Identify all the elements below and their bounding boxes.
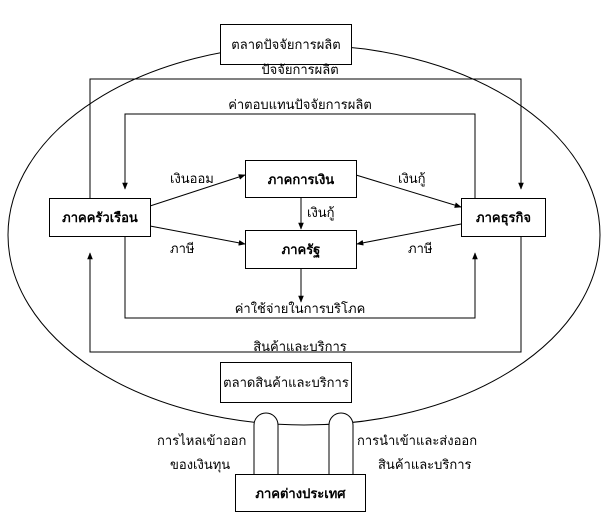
government-sector-box: ภาครัฐ [245, 230, 357, 269]
financial-sector-box: ภาคการเงิน [245, 160, 357, 198]
trade-label-line1: การนำเข้าและส่งออก [357, 434, 478, 449]
goods-and-services-arrow [87, 236, 522, 353]
factors-of-production-label: ปัจจัยการผลิต [261, 63, 339, 78]
capital-flow-pipe [253, 412, 279, 476]
consumption-spending-arrow [124, 236, 478, 319]
goods-and-services-label: สินค้าและบริการ [253, 340, 347, 355]
business-tax-arrow [356, 223, 462, 246]
factor-payments-arrow [122, 113, 476, 206]
financial-sector-label: ภาคการเงิน [267, 172, 335, 188]
consumption-spending-label: ค่าใช้จ่ายในการบริโภค [234, 302, 366, 317]
business-sector-box: ภาคธุรกิจ [461, 198, 546, 237]
loans-to-business-arrow [355, 174, 462, 208]
foreign-sector-box: ภาคต่างประเทศ [235, 474, 366, 512]
factor-market-box: ตลาดปัจจัยการผลิต [220, 24, 352, 65]
business-sector-label: ภาคธุรกิจ [476, 211, 531, 226]
loans-to-business-label: เงินกู้ [398, 172, 426, 187]
factors-of-production-arrow [89, 78, 524, 206]
household-sector-box: ภาคครัวเรือน [49, 198, 151, 237]
household-sector-label: ภาคครัวเรือน [62, 211, 138, 226]
loans-to-government-label: เงินกู้ [307, 206, 335, 221]
goods-market-label: ตลาดสินค้าและบริการ [223, 376, 349, 391]
government-sector-label: ภาครัฐ [281, 243, 321, 258]
foreign-sector-label: ภาคต่างประเทศ [255, 486, 346, 502]
factor-market-label: ตลาดปัจจัยการผลิต [231, 38, 341, 53]
household-tax-label: ภาษี [170, 242, 195, 257]
household-tax-arrow [149, 225, 246, 246]
capital-flow-label-line1: การไหลเข้าออก [157, 434, 247, 449]
savings-arrow [149, 174, 246, 207]
capital-flow-label-line2: ของเงินทุน [170, 458, 231, 473]
foreign-link-pipes [253, 412, 354, 476]
factor-payments-label: ค่าตอบแทนปัจจัยการผลิต [228, 98, 372, 113]
trade-label-line2: สินค้าและบริการ [378, 458, 472, 473]
goods-market-box: ตลาดสินค้าและบริการ [220, 362, 352, 403]
savings-label: เงินออม [170, 172, 214, 187]
trade-flow-pipe [328, 412, 354, 476]
business-tax-label: ภาษี [408, 242, 433, 257]
